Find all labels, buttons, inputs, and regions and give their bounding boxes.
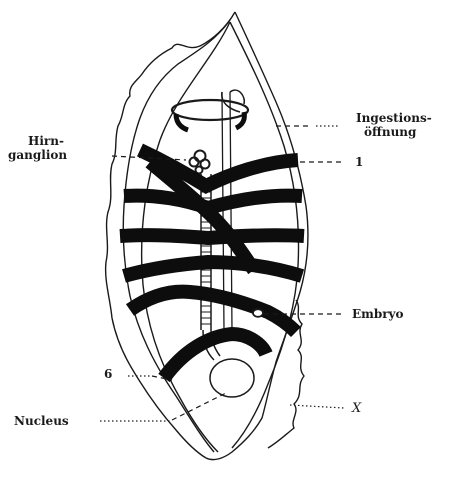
embryo [253,309,263,317]
ingestion-opening [172,100,248,120]
label-band-1: 1 [355,155,363,169]
leader-nucleus-dash [172,392,228,420]
label-ingestion-line2: öffnung [364,125,417,139]
muscle-band-4 [124,262,302,276]
leader-x [290,405,344,408]
label-embryo: Embryo [352,307,404,321]
muscle-band-5 [130,292,296,332]
muscle-band-3 [120,235,304,238]
label-nucleus: Nucleus [14,414,69,428]
nucleus [210,359,254,397]
muscle-band-2 [124,196,302,208]
muscle-band-6 [164,334,266,378]
label-hirn-line1: Hirn- [28,134,64,148]
label-ingestion-line1: Ingestions- [356,111,432,125]
label-band-6: 6 [104,367,112,381]
label-x: X [351,401,362,416]
label-hirn-line2: ganglion [8,148,67,162]
